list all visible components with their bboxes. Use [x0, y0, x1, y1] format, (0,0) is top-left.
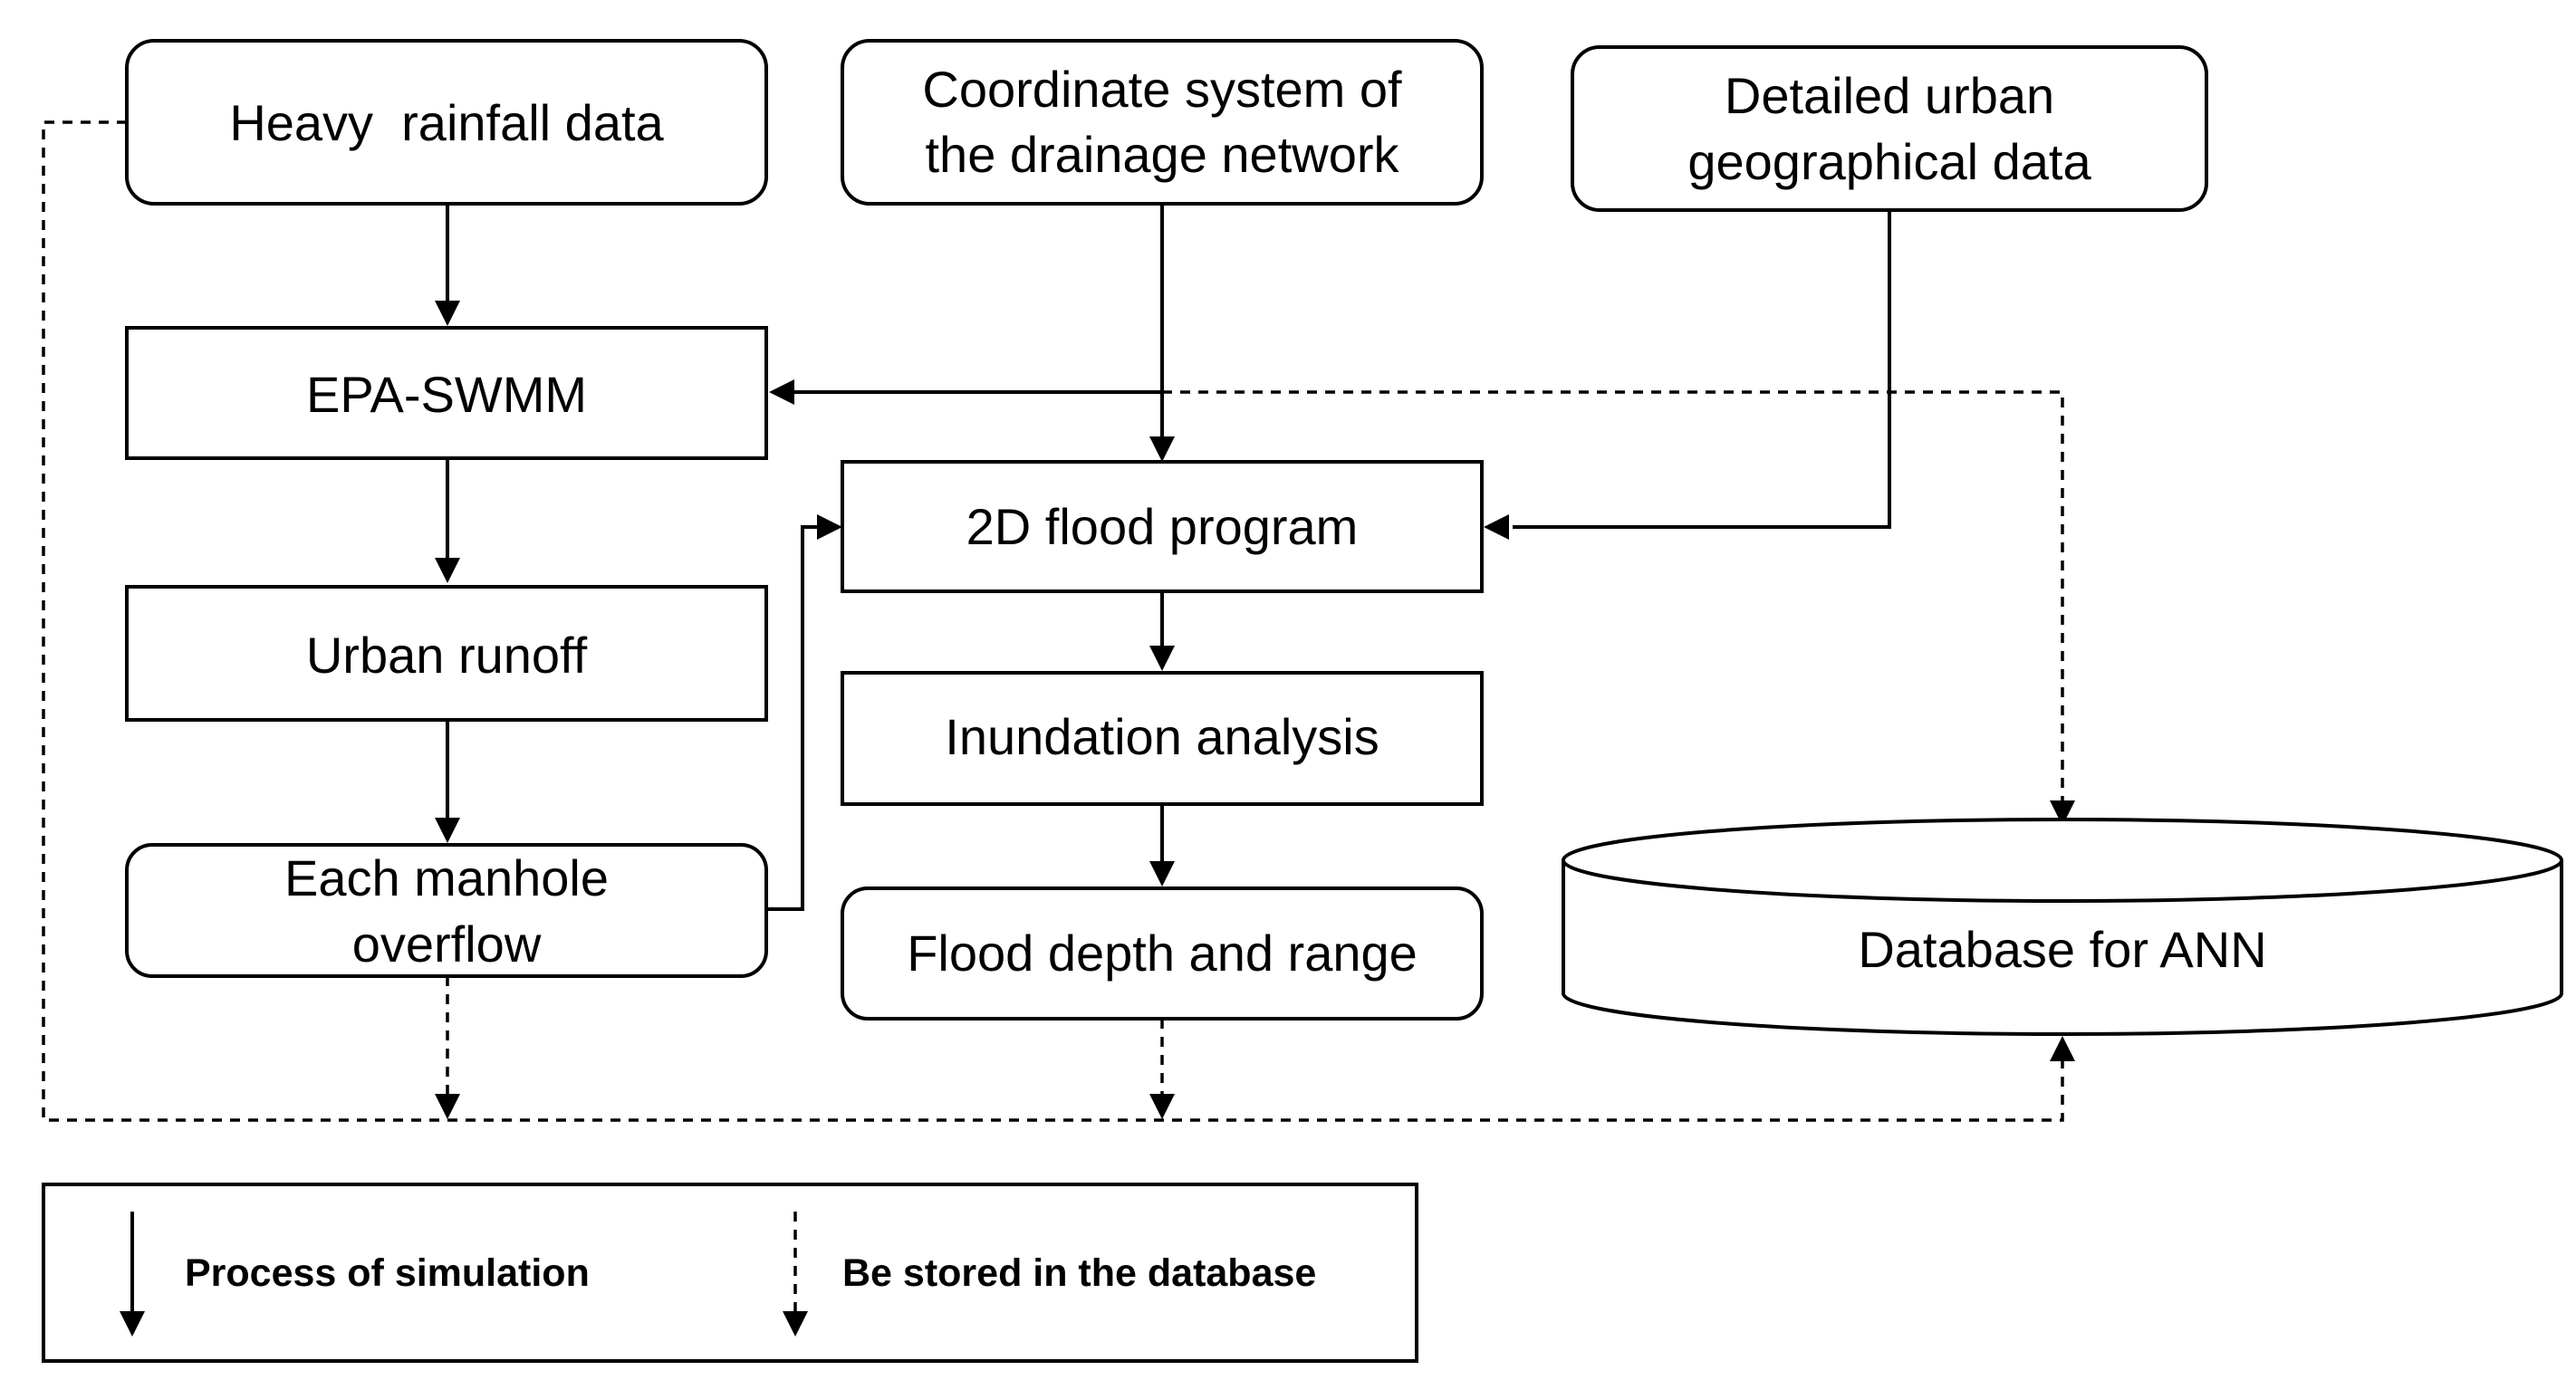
arrowhead — [817, 514, 842, 540]
arrowhead — [1149, 861, 1175, 886]
node-label: overflow — [352, 915, 542, 973]
node-label: 2D flood program — [966, 498, 1359, 555]
legend-solid-arrowhead — [120, 1311, 145, 1337]
node-epa-swmm: EPA-SWMM — [125, 326, 768, 460]
storage-connectors — [42, 120, 2064, 1122]
arrowhead — [2050, 1036, 2075, 1061]
arrowhead — [435, 301, 460, 326]
node-label: EPA-SWMM — [306, 366, 587, 423]
manhole-to-flood-line — [766, 525, 820, 911]
node-heavy-rainfall: Heavy rainfall data — [125, 39, 768, 206]
node-label: Database for ANN — [1858, 921, 2266, 978]
node-flood-depth-range: Flood depth and range — [841, 886, 1484, 1021]
node-2d-flood-program: 2D flood program — [841, 460, 1484, 593]
arrowhead — [435, 558, 460, 583]
geo-to-flood-line — [1513, 210, 1891, 529]
node-label: Inundation analysis — [945, 708, 1379, 765]
arrowhead — [1149, 436, 1175, 462]
legend: Process of simulation Be stored in the d… — [42, 1183, 1418, 1363]
arrowhead — [435, 818, 460, 843]
node-label: Heavy rainfall data — [229, 94, 664, 151]
legend-dashed-arrowhead — [783, 1311, 808, 1337]
rainfall-storage-line — [42, 120, 2064, 1122]
node-label: geographical data — [1687, 133, 2091, 190]
process-connectors — [446, 204, 1891, 911]
node-label: Each manhole — [284, 849, 609, 906]
arrowhead — [435, 1094, 460, 1119]
arrowhead — [1149, 1094, 1175, 1119]
node-label: Detailed urban — [1725, 67, 2054, 124]
node-urban-runoff: Urban runoff — [125, 585, 768, 722]
node-label: the drainage network — [925, 126, 1399, 183]
node-coordinate-system: Coordinate system of the drainage networ… — [841, 39, 1484, 206]
arrowheads — [435, 301, 2075, 1119]
arrowhead — [1484, 514, 1509, 540]
arrowhead — [769, 379, 794, 405]
arrowhead — [1149, 646, 1175, 671]
node-inundation-analysis: Inundation analysis — [841, 671, 1484, 806]
node-manhole-overflow: Each manhole overflow — [125, 843, 768, 978]
node-database-cylinder: Database for ANN — [1562, 818, 2563, 1036]
arrowhead — [2050, 800, 2075, 826]
legend-dashed-label: Be stored in the database — [842, 1251, 1316, 1295]
node-label: Flood depth and range — [907, 925, 1418, 982]
node-label: Urban runoff — [306, 627, 588, 684]
node-label: Coordinate system of — [922, 61, 1402, 118]
node-urban-geographical: Detailed urban geographical data — [1571, 45, 2208, 212]
legend-solid-label: Process of simulation — [185, 1251, 590, 1295]
